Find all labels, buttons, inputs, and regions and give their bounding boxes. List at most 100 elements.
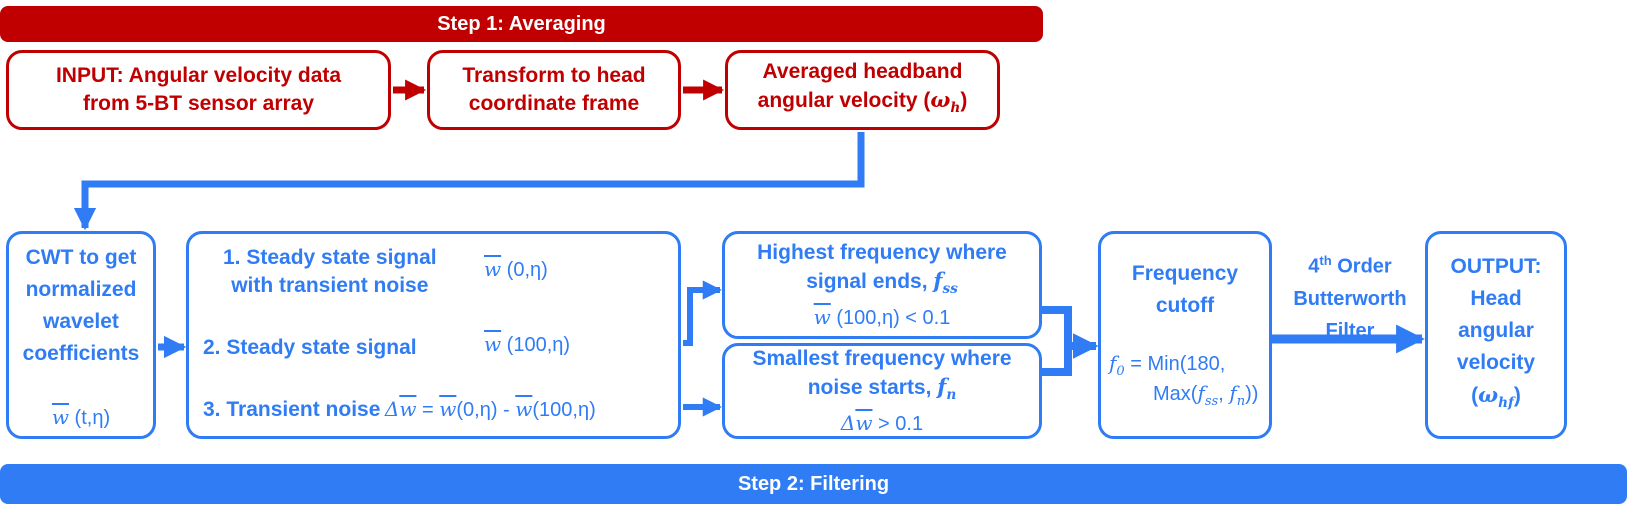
highest-frequency-box: Highest frequency where signal ends, fss… xyxy=(722,231,1042,339)
cwt-line4: coefficients xyxy=(22,342,140,365)
item3-formula: Δw = w(0,η) - w(100,η) xyxy=(384,397,596,421)
smallest-f: f xyxy=(937,374,947,400)
input-line1: INPUT: Angular velocity data xyxy=(55,64,342,87)
item3-label: 3. Transient noise xyxy=(203,398,381,421)
arrow-averaged-to-cwt xyxy=(73,132,865,231)
output-box: OUTPUT: Head angular velocity (ωhf) xyxy=(1425,231,1567,439)
cutoff-formula-line1: f0 = Min(180, xyxy=(1109,350,1225,385)
cwt-formula: w (t,η) xyxy=(9,404,153,431)
item1-line2: with transient noise xyxy=(231,274,429,297)
smallest-f-sub: n xyxy=(946,387,957,404)
transform-line2: coordinate frame xyxy=(468,92,640,115)
averaged-line1: Averaged headband xyxy=(762,59,963,83)
item2-label: 2. Steady state signal xyxy=(203,336,417,359)
cwt-w: w xyxy=(51,405,69,429)
cutoff-fn: f xyxy=(1229,381,1237,405)
step1-banner: Step 1: Averaging xyxy=(0,6,1043,42)
input-box: INPUT: Angular velocity data from 5-BT s… xyxy=(6,50,391,130)
transform-line1: Transform to head xyxy=(462,64,646,87)
item1-w: w xyxy=(484,257,502,281)
smallest-line2: noise starts, xyxy=(807,376,938,400)
item3-w1: w xyxy=(439,397,457,421)
item3-w: w xyxy=(399,397,417,421)
arrow-highest-merge xyxy=(1042,306,1072,346)
transform-box: Transform to head coordinate frame xyxy=(427,50,681,130)
output-line1: OUTPUT: xyxy=(1450,254,1542,278)
filter-pre: 4 xyxy=(1308,255,1320,278)
cwt-line1: CWT to get xyxy=(25,246,137,269)
highest-condition: w (100,η) < 0.1 xyxy=(814,304,951,331)
item3-a2: (100,η) xyxy=(532,399,596,421)
cutoff-f0: f xyxy=(1109,351,1117,375)
arrow-smallest-merge xyxy=(1042,346,1072,376)
filter-line1: 4th Order xyxy=(1276,248,1424,280)
output-close: ) xyxy=(1513,383,1521,407)
item1-formula: w (0,η) xyxy=(484,256,548,283)
item1-text: 1. Steady state signal with transient no… xyxy=(223,244,437,300)
output-line2: Head xyxy=(1470,286,1522,310)
highest-line1: Highest frequency where xyxy=(757,241,1007,265)
highest-f: f xyxy=(933,268,943,294)
smallest-cond: > 0.1 xyxy=(872,412,924,435)
highest-w: w xyxy=(813,304,831,329)
averaged-box: Averaged headband angular velocity (ωh) xyxy=(725,50,1000,130)
omega-symbol: ω xyxy=(930,86,951,112)
item3-eq: = xyxy=(416,399,440,421)
averaged-line2-wrap: angular velocity (ωh) xyxy=(758,86,968,122)
cwt-line3: wavelet xyxy=(43,310,119,333)
smallest-w: w xyxy=(855,410,873,435)
highest-line2-wrap: signal ends, fss xyxy=(806,267,958,303)
item3-w2: w xyxy=(515,397,533,421)
arrow-signals-to-highest xyxy=(683,280,722,346)
smallest-delta: Δ xyxy=(840,410,856,435)
omega-sub: h xyxy=(950,100,961,117)
frequency-cutoff-box: Frequency cutoff f0 = Min(180, Max(fss, … xyxy=(1098,231,1272,439)
filter-sup: th xyxy=(1319,253,1332,268)
signals-box: 1. Steady state signal with transient no… xyxy=(186,231,681,439)
input-line2: from 5-BT sensor array xyxy=(82,92,315,115)
smallest-line1: Smallest frequency where xyxy=(752,347,1012,371)
cwt-line2: normalized xyxy=(25,278,137,301)
cutoff-f0-sub: 0 xyxy=(1116,364,1125,379)
cutoff-eq: = Min(180, xyxy=(1124,353,1226,375)
butterworth-filter-label: 4th Order Butterworth Filter xyxy=(1276,248,1424,344)
output-omega: ω xyxy=(1478,381,1499,407)
output-open: ( xyxy=(1471,383,1479,407)
cutoff-formula-line2: Max(fss, fn)) xyxy=(1153,380,1258,415)
filter-line3: Filter xyxy=(1325,319,1375,342)
cutoff-fn-sub: n xyxy=(1236,394,1246,409)
cwt-box: CWT to get normalized wavelet coefficien… xyxy=(6,231,156,439)
item2-args: (100,η) xyxy=(501,334,571,356)
item3-a1: (0,η) - xyxy=(456,399,516,421)
output-line3: angular xyxy=(1458,318,1534,342)
filter-line2: Butterworth xyxy=(1293,287,1407,310)
cutoff-end: )) xyxy=(1245,383,1259,405)
output-symbol-line: (ωhf) xyxy=(1471,381,1521,417)
filter-post: Order xyxy=(1331,255,1392,278)
averaged-close: ) xyxy=(960,88,968,112)
smallest-frequency-box: Smallest frequency where noise starts, f… xyxy=(722,343,1042,439)
cutoff-line2: cutoff xyxy=(1155,294,1215,317)
averaged-line2: angular velocity ( xyxy=(757,88,931,112)
item1-args: (0,η) xyxy=(501,259,548,281)
smallest-condition: Δw > 0.1 xyxy=(841,410,923,437)
item1-line1: 1. Steady state signal xyxy=(223,246,437,269)
cutoff-fss-sub: ss xyxy=(1204,394,1219,409)
highest-f-sub: ss xyxy=(942,281,958,298)
step2-label: Step 2: Filtering xyxy=(737,472,890,495)
item2-w: w xyxy=(484,332,502,356)
cutoff-line1: Frequency xyxy=(1131,262,1239,285)
step1-label: Step 1: Averaging xyxy=(437,12,606,35)
output-line4: velocity xyxy=(1456,350,1536,374)
cutoff-max: Max( xyxy=(1153,383,1198,405)
smallest-line2-wrap: noise starts, fn xyxy=(808,373,957,409)
item3-delta: Δ xyxy=(384,397,400,421)
item3-row: 3. Transient noise Δw = w(0,η) - w(100,η… xyxy=(203,396,596,424)
highest-cond: (100,η) < 0.1 xyxy=(830,306,951,329)
cwt-args: (t,η) xyxy=(69,407,111,429)
cutoff-comma: , xyxy=(1218,383,1230,405)
highest-line2: signal ends, xyxy=(806,270,934,294)
step2-banner: Step 2: Filtering xyxy=(0,464,1627,504)
cutoff-fss: f xyxy=(1197,381,1205,405)
